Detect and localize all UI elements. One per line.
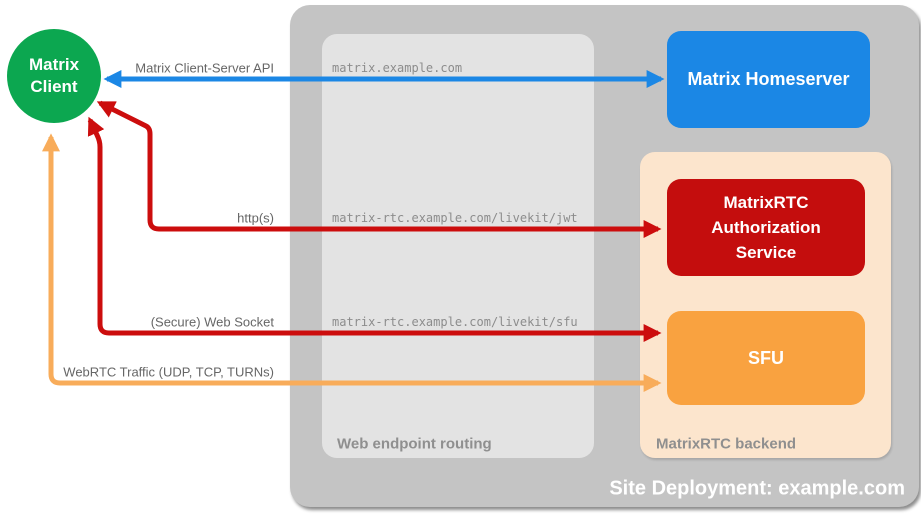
endpoint-matrix: matrix.example.com [332,61,463,75]
matrix-homeserver-node: Matrix Homeserver [667,31,870,128]
web-endpoint-routing-caption: Web endpoint routing [337,435,492,453]
webrtc-traffic-label: WebRTC Traffic (UDP, TCP, TURNs) [63,364,274,380]
web-endpoint-routing-container [322,34,594,458]
https-label: http(s) [237,210,274,226]
matrixrtc-authorization-service-node: MatrixRTC Authorization Service [667,179,865,276]
matrix-client-node: Matrix Client [7,29,101,123]
endpoint-livekit-sfu: matrix-rtc.example.com/livekit/sfu [332,315,578,329]
sfu-node: SFU [667,311,865,405]
websocket-label: (Secure) Web Socket [150,314,274,330]
client-server-api-label: Matrix Client-Server API [135,60,274,76]
site-deployment-caption: Site Deployment: example.com [609,477,905,500]
matrixrtc-backend-caption: MatrixRTC backend [656,435,797,453]
endpoint-livekit-jwt: matrix-rtc.example.com/livekit/jwt [332,211,578,225]
